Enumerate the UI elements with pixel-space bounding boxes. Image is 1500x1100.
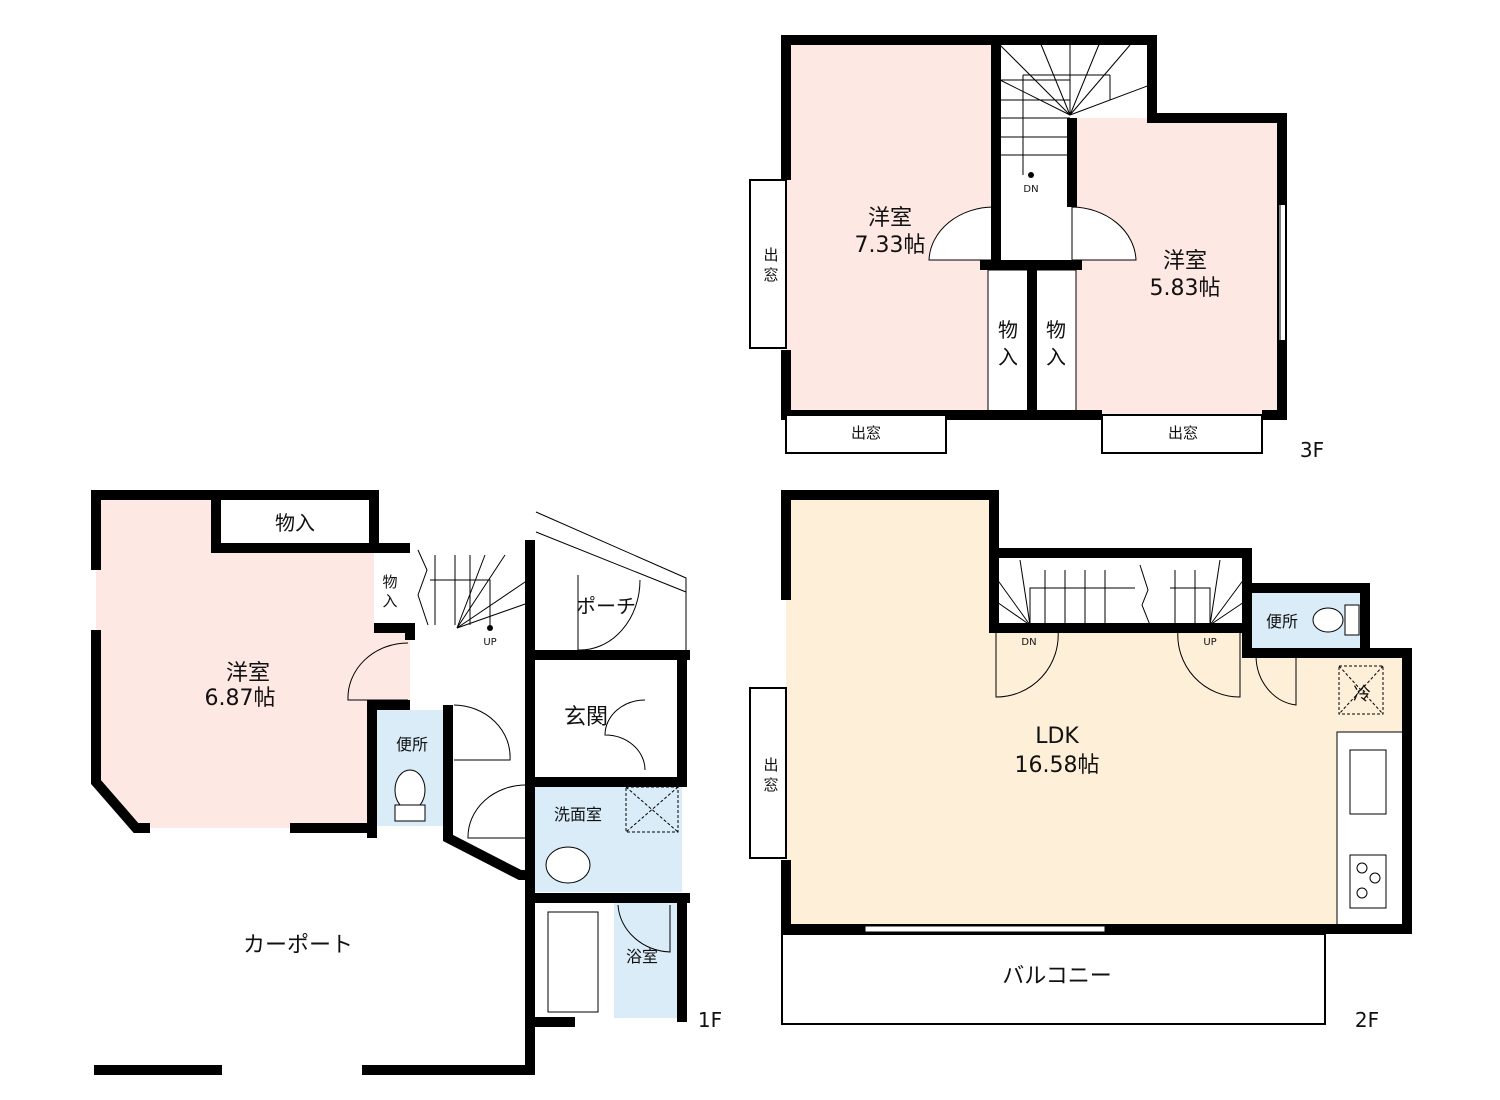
bay-window-2f bbox=[749, 687, 787, 859]
bath-fill bbox=[614, 902, 682, 1018]
door-bedroom-1f[interactable] bbox=[347, 642, 409, 701]
washbasin bbox=[545, 846, 591, 884]
small-closet-label: 物 bbox=[382, 573, 397, 591]
porch-label: ポーチ bbox=[576, 594, 636, 618]
entrance-label: 玄関 bbox=[564, 705, 608, 730]
bedroom-733-name: 洋室 bbox=[868, 206, 912, 231]
bedroom-583-size: 5.83帖 bbox=[1150, 276, 1221, 301]
fridge-label: 冷 bbox=[1353, 684, 1371, 705]
balcony-label: バルコニー bbox=[1002, 964, 1112, 989]
bay-window-left bbox=[749, 179, 787, 349]
small-closet-label2: 入 bbox=[382, 592, 397, 610]
stairs-3f bbox=[996, 41, 1151, 175]
closet2-label: 物 bbox=[1046, 318, 1066, 342]
bay-2f-label: 出 bbox=[763, 756, 778, 774]
floor-label-1f: 1F bbox=[698, 1008, 722, 1032]
bay-2f-label2: 窓 bbox=[763, 776, 778, 794]
stove bbox=[1349, 854, 1387, 909]
stair-up-2f: UP bbox=[1203, 637, 1216, 648]
balcony bbox=[781, 933, 1326, 1025]
closet-1f bbox=[216, 495, 374, 548]
floor-3f: DN 洋室 7.33帖 洋室 5.83帖 物 入 物 入 出 窓 出窓 bbox=[749, 35, 1324, 462]
door-bath[interactable] bbox=[617, 904, 671, 953]
closet2-label2: 入 bbox=[1046, 345, 1066, 369]
bay-left-label: 出 bbox=[763, 246, 778, 264]
washroom-label: 洗面室 bbox=[554, 805, 602, 824]
bedroom-687-name: 洋室 bbox=[226, 661, 270, 686]
bedroom-687-fill bbox=[96, 495, 410, 828]
walls-1f bbox=[91, 490, 690, 1075]
closet-1f-label: 物入 bbox=[275, 511, 315, 535]
bath-label: 浴室 bbox=[626, 947, 658, 966]
toilet-1f-label: 便所 bbox=[396, 735, 428, 754]
stairs-1f bbox=[417, 549, 529, 629]
stair-up-1f: UP bbox=[483, 637, 496, 648]
floor-1f: UP 洋室 bbox=[91, 490, 722, 1075]
stairs-2f bbox=[993, 559, 1248, 626]
door-bedroom1[interactable] bbox=[928, 206, 995, 261]
bay-bottom-right-label: 出窓 bbox=[1168, 424, 1198, 442]
porch-outline bbox=[535, 511, 687, 652]
toilet-2f-fill bbox=[1247, 588, 1363, 653]
door-bedroom2[interactable] bbox=[1071, 206, 1137, 261]
floor-label-3f: 3F bbox=[1300, 438, 1324, 462]
door-washroom[interactable] bbox=[467, 784, 527, 839]
stair-dn-2f: DN bbox=[1021, 637, 1036, 648]
bay-window-bottom-right bbox=[1101, 414, 1263, 454]
bedroom-733-size: 7.33帖 bbox=[855, 233, 926, 258]
bedroom-687-size: 6.87帖 bbox=[205, 686, 276, 711]
ldk-name: LDK bbox=[1035, 724, 1079, 749]
floor-2f: DN UP LDK 16.58帖 便所 冷 出 窓 バルコニー 2F bbox=[749, 490, 1412, 1032]
fridge bbox=[1338, 665, 1384, 715]
door-porch[interactable] bbox=[577, 575, 641, 651]
floor-label-2f: 2F bbox=[1355, 1008, 1379, 1032]
closet1-label2: 入 bbox=[998, 345, 1018, 369]
stair-dn-label: DN bbox=[1023, 184, 1038, 195]
toilet-2f-label: 便所 bbox=[1266, 612, 1298, 631]
door-toilet-2f[interactable] bbox=[1255, 655, 1297, 706]
closet1-label: 物 bbox=[998, 318, 1018, 342]
bay-bottom-left-label: 出窓 bbox=[851, 424, 881, 442]
bedroom-583-fill bbox=[1072, 118, 1282, 415]
bedroom-583-name: 洋室 bbox=[1163, 249, 1207, 274]
door-entrance[interactable] bbox=[604, 699, 646, 771]
ldk-fill bbox=[786, 495, 1407, 925]
bay-left-label2: 窓 bbox=[763, 266, 778, 284]
bathtub bbox=[547, 911, 599, 1013]
door-stair-up[interactable] bbox=[1177, 629, 1241, 698]
door-toilet-1f[interactable] bbox=[453, 704, 511, 761]
door-stair-dn[interactable] bbox=[995, 629, 1059, 698]
ldk-size: 16.58帖 bbox=[1015, 753, 1100, 778]
carport-label: カーポート bbox=[243, 933, 353, 958]
bay-window-bottom-left bbox=[785, 414, 947, 454]
kitchen-sink bbox=[1349, 749, 1387, 815]
